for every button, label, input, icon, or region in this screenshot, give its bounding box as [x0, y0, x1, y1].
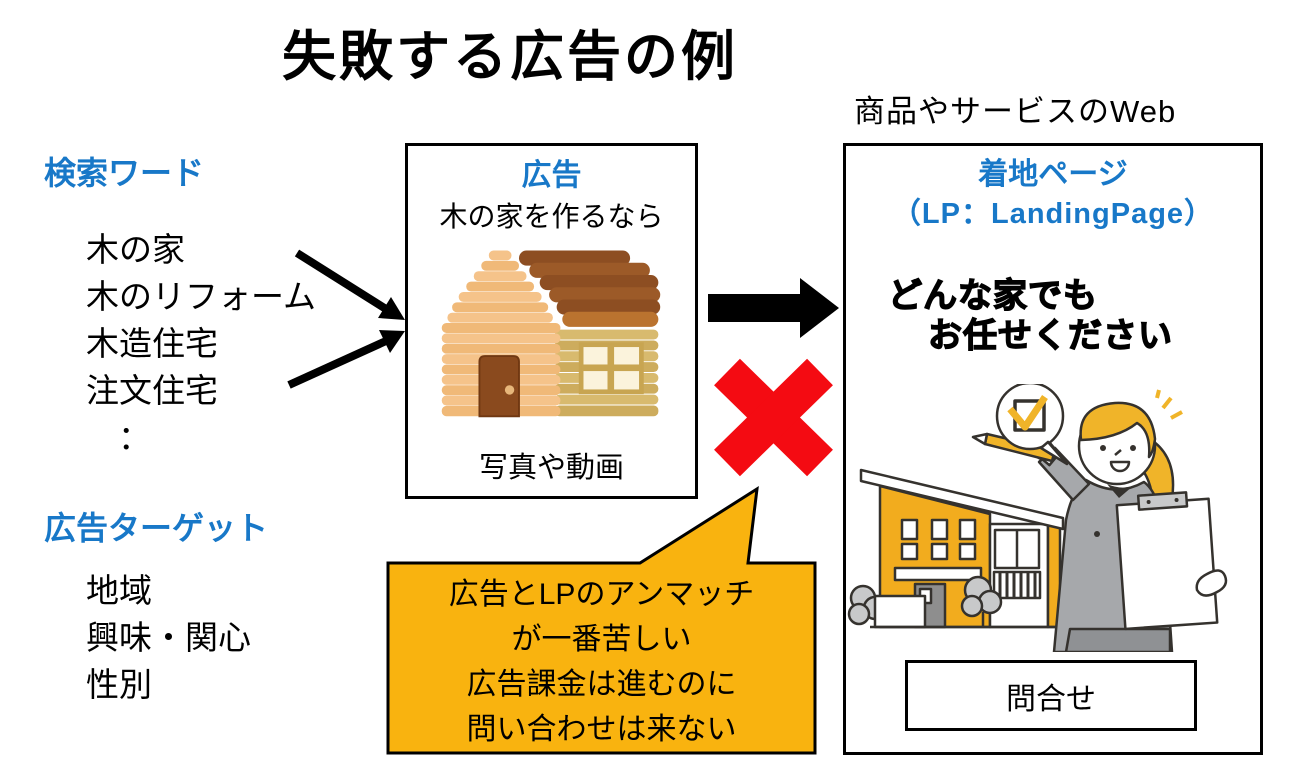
search-word: 木の家	[86, 231, 185, 268]
ad-target-item: 性別	[86, 666, 152, 703]
callout-line: 広告課金は進むのに	[466, 668, 737, 701]
top-right-note: 商品やサービスのWeb	[854, 94, 1177, 129]
woman-checklist-house-illustration	[847, 384, 1228, 652]
log-house-roof	[518, 250, 661, 327]
page-title: 失敗する広告の例	[282, 27, 738, 87]
search-word: 注文住宅	[86, 372, 218, 409]
log-house-door	[478, 355, 520, 418]
clipboard-icon	[1115, 491, 1219, 631]
ad-to-lp-arrow-icon	[708, 278, 839, 338]
search-word: 木造住宅	[86, 325, 218, 362]
check-bubble-icon	[995, 384, 1069, 466]
inquiry-button-label: 問合せ	[1006, 682, 1096, 716]
search-word: 木のリフォーム	[86, 278, 317, 315]
callout-line: 問い合わせは来ない	[466, 713, 737, 746]
ad-caption: 写真や動画	[478, 452, 624, 484]
log-house-window	[578, 342, 644, 395]
ad-target-item: 興味・関心	[86, 619, 251, 656]
callout-line: が一番苦しい	[511, 623, 692, 656]
ad-target-list: 地域 興味・関心 性別	[86, 567, 251, 708]
modern-house-drawing	[847, 468, 1065, 629]
search-words-list: 木の家 木のリフォーム 木造住宅 注文住宅 ：	[86, 226, 316, 461]
callout-bubble-text: 広告とLPのアンマッチ が一番苦しい 広告課金は進むのに 問い合わせは来ない	[390, 572, 813, 752]
ellipsis-colon: ：	[118, 419, 151, 456]
lp-subtitle: （LP：LandingPage）	[891, 198, 1215, 230]
ad-headline: 木の家を作るなら	[439, 201, 664, 232]
search-words-heading: 検索ワード	[44, 155, 205, 191]
ad-target-heading: 広告ターゲット	[44, 510, 269, 546]
ad-box-title: 広告	[521, 159, 582, 192]
callout-line: 広告とLPのアンマッチ	[448, 578, 755, 611]
inquiry-button: 問合せ	[905, 660, 1197, 731]
woman-drawing	[971, 389, 1228, 652]
lp-title: 着地ページ	[978, 158, 1128, 191]
log-house-illustration	[441, 250, 661, 418]
sparkle-icon	[1155, 389, 1183, 420]
lp-headline-line2: お任せください	[927, 316, 1173, 355]
ad-target-item: 地域	[86, 572, 152, 609]
lp-headline-line1: どんな家でも	[887, 276, 1098, 315]
mismatch-x-icon	[714, 358, 833, 477]
lp-headline: どんな家でも お任せください	[887, 276, 1173, 356]
